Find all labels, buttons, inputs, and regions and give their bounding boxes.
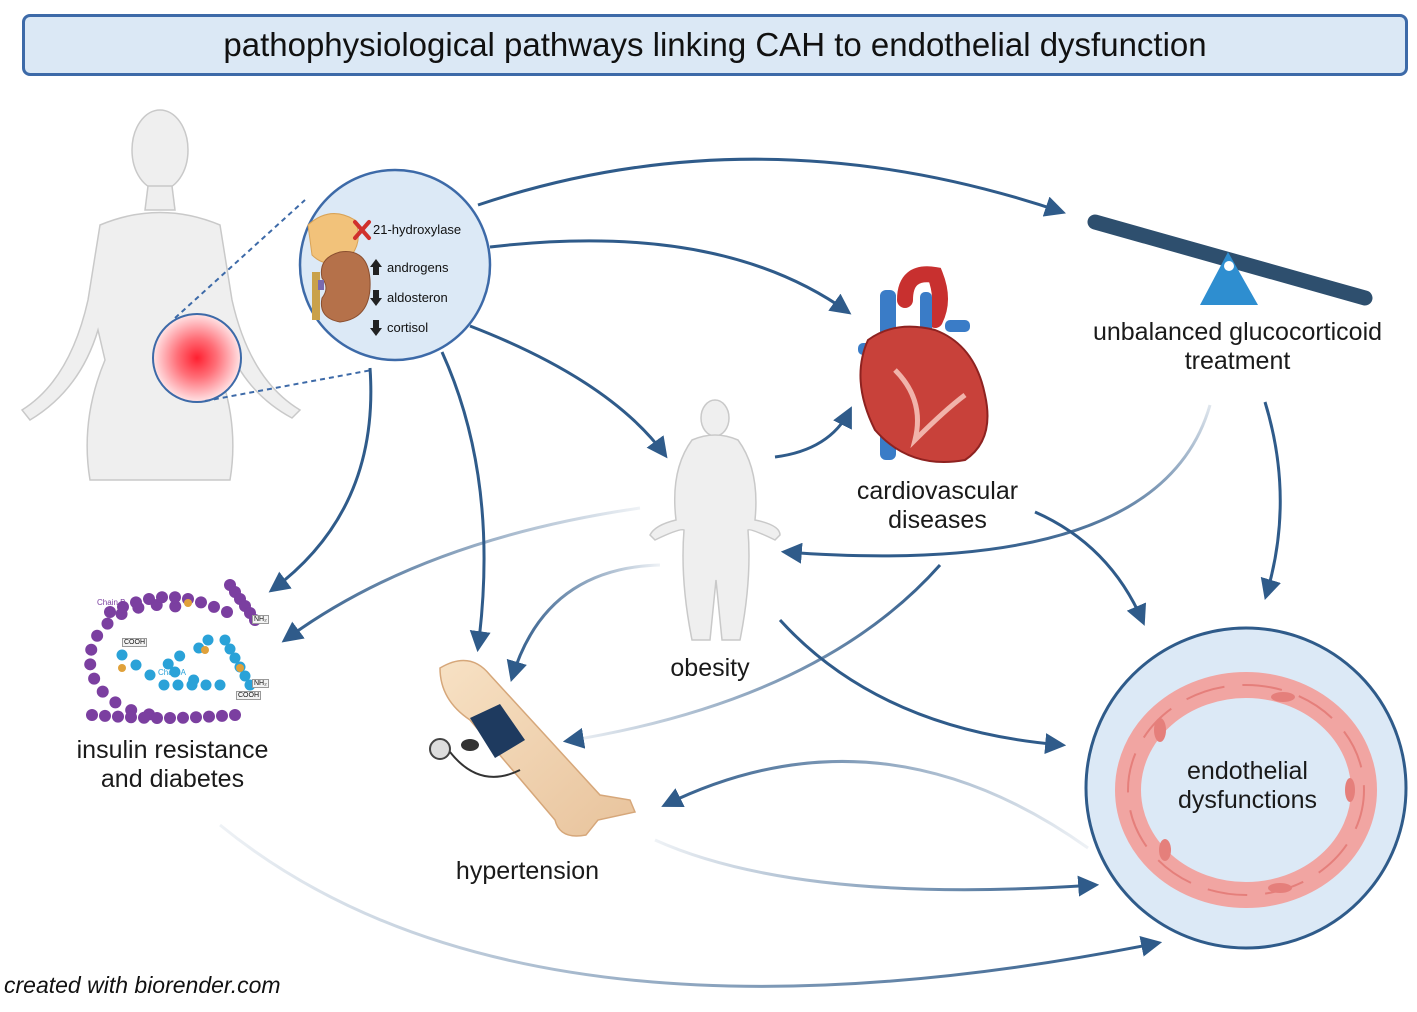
amino-acid-bead <box>169 666 181 678</box>
seesaw-icon <box>1087 214 1373 306</box>
amino-acid-bead <box>219 634 231 646</box>
kidney-icon <box>312 251 371 323</box>
arrow-adrenal-to-hypertension <box>440 351 491 653</box>
amino-acid-bead <box>85 643 98 656</box>
arrow-cardio-to-endothelial <box>1034 510 1147 626</box>
arrow-obesity-to-insulin <box>281 506 641 643</box>
arrow-obesity-to-endothelial <box>778 618 1067 755</box>
cooh-label: COOH <box>236 691 261 700</box>
adrenal-panel <box>298 168 492 362</box>
x-marker-icon <box>353 220 371 240</box>
cooh-label: COOH <box>122 638 147 647</box>
amino-acid-bead <box>195 596 207 609</box>
amino-acid-bead <box>201 646 209 654</box>
amino-acid-bead <box>99 709 111 722</box>
arrow-insulin-to-endothelial <box>219 823 1163 988</box>
arrow-endothelial-to-hypertension <box>661 759 1089 850</box>
amino-acid-bead <box>104 606 116 618</box>
adrenal-item-label: cortisol <box>387 320 429 335</box>
human-body-icon <box>20 109 302 481</box>
chain-b-label: Chain B <box>97 598 126 607</box>
credit-text: created with biorender.com <box>4 972 281 998</box>
arrow-glucocorticoid-to-obesity <box>780 404 1212 564</box>
amino-acid-bead <box>151 711 163 724</box>
amino-acid-bead <box>118 664 126 672</box>
amino-acid-bead <box>156 591 168 604</box>
arrow-adrenal-to-obesity <box>469 324 668 459</box>
amino-acid-bead <box>130 659 142 671</box>
amino-acid-bead <box>174 650 186 662</box>
arrow-hypertension-to-endothelial <box>654 838 1100 897</box>
arrow-obesity-to-hypertension <box>506 563 661 683</box>
amino-acid-bead <box>112 710 124 723</box>
amino-acid-bead <box>229 652 241 664</box>
amino-acid-bead <box>130 596 142 609</box>
amino-acid-bead <box>96 685 109 698</box>
amino-acid-bead <box>125 711 137 724</box>
arrow-adrenal-to-insulin <box>268 367 373 593</box>
hypertension-label: hypertension <box>455 857 600 885</box>
insulin-label: insulin resistance and diabetes <box>76 736 269 793</box>
amino-acid-bead <box>184 599 192 607</box>
amino-acid-bead <box>239 670 251 682</box>
amino-acid-bead <box>162 658 174 670</box>
cardiovascular-label: cardiovascular diseases <box>856 477 1019 534</box>
amino-acid-bead <box>229 709 241 721</box>
amino-acid-bead <box>138 711 150 724</box>
vessel-panel <box>1084 626 1408 950</box>
arrow-up-icon <box>370 259 382 275</box>
amino-acid-bead <box>188 674 200 686</box>
endothelial-label: endothelial dysfunctions <box>1178 757 1317 814</box>
amino-acid-bead <box>190 711 202 724</box>
nh2-label: NH₂ <box>252 615 269 624</box>
title-box: pathophysiological pathways linking CAH … <box>22 14 1408 76</box>
arrow-adrenal-to-cardio <box>489 239 852 315</box>
amino-acid-bead <box>109 696 122 709</box>
amino-acid-bead <box>224 643 236 655</box>
arrow-glucocorticoid-to-hypertension <box>562 564 942 749</box>
amino-acid-bead <box>86 709 98 721</box>
amino-acid-bead <box>116 649 128 661</box>
heart-icon <box>858 266 989 463</box>
arrow-down-icon <box>370 290 382 336</box>
abdomen-highlight <box>152 199 373 403</box>
amino-acid-bead <box>101 617 114 630</box>
amino-acid-bead <box>143 593 155 606</box>
arrow-glucocorticoid-to-endothelial <box>1260 401 1282 601</box>
amino-acid-bead <box>200 679 212 691</box>
amino-acid-bead <box>172 679 184 691</box>
amino-acid-bead <box>216 709 228 722</box>
amino-acid-bead <box>214 679 226 691</box>
amino-acid-bead <box>158 679 170 691</box>
amino-acid-bead <box>91 629 104 642</box>
nh2-label: NH₂ <box>252 679 269 688</box>
adrenal-item-label: androgens <box>387 260 449 275</box>
diagram-title: pathophysiological pathways linking CAH … <box>223 26 1207 63</box>
amino-acid-bead <box>236 664 244 672</box>
amino-acid-bead <box>177 711 189 724</box>
pathway-arrows <box>219 157 1282 988</box>
amino-acid-bead <box>203 710 215 723</box>
amino-acid-bead <box>144 669 156 681</box>
amino-acid-bead <box>84 658 97 671</box>
insulin-molecule-icon <box>84 579 261 724</box>
amino-acid-bead <box>221 606 233 618</box>
amino-acid-bead <box>169 600 182 613</box>
arrow-adrenal-to-glucocorticoid <box>477 157 1066 217</box>
adrenal-item-label: 21-hydroxylase <box>373 222 462 237</box>
amino-acid-bead <box>117 600 129 613</box>
amino-acid-bead <box>208 600 220 613</box>
adrenal-item-label: aldosteron <box>387 290 448 305</box>
amino-acid-bead <box>164 711 176 724</box>
amino-acid-bead <box>88 672 101 685</box>
amino-acid-bead <box>169 591 181 604</box>
obese-person-icon <box>649 399 781 641</box>
arrow-obesity-to-cardio <box>774 406 852 459</box>
chain-a-label: Chain A <box>158 668 187 677</box>
obesity-label: obesity <box>670 654 750 682</box>
amino-acid-bead <box>202 634 214 646</box>
arm-blood-pressure-icon <box>429 659 637 837</box>
glucocorticoid-label: unbalanced glucocorticoid treatment <box>1092 318 1383 375</box>
